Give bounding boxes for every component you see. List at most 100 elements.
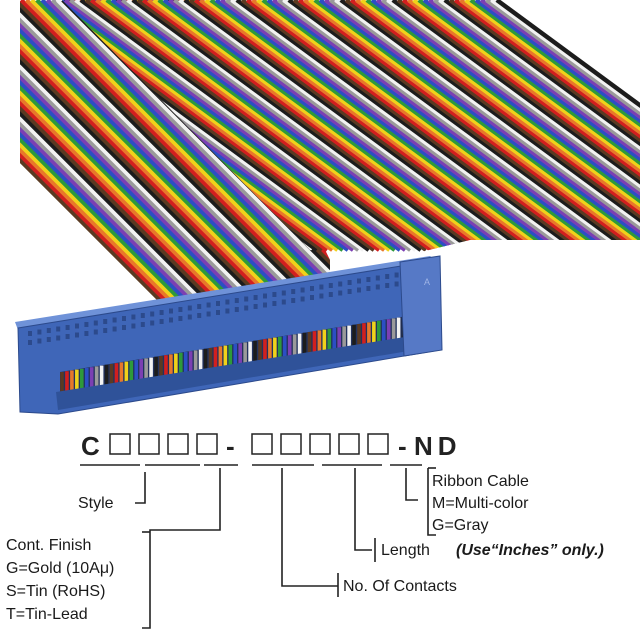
- length-digit-box-2: [338, 433, 360, 455]
- contact-hole: [319, 284, 324, 290]
- contact-hole: [46, 328, 51, 333]
- ribbon-wire: [20, 0, 317, 330]
- contact-hole: [150, 320, 155, 326]
- ribbon-wire: [74, 0, 417, 252]
- ribbon-wire: [401, 0, 640, 252]
- connector-end-cap: [399, 255, 443, 357]
- ribbon-wire: [20, 0, 239, 330]
- connector-front-rail: [56, 334, 426, 410]
- ribbon-wire: [240, 0, 584, 252]
- ribbon-wire: [225, 0, 568, 252]
- ribbon-wire: [20, 0, 330, 330]
- contact-hole: [281, 299, 286, 305]
- ribbon-wire: [20, 0, 296, 330]
- cable-option-multicolor: M=Multi-color: [432, 495, 529, 512]
- ribbon-wire: [469, 0, 640, 252]
- contact-hole: [197, 304, 202, 309]
- ribbon-wire: [204, 0, 547, 252]
- length-legend: Length (Use“Inches” only.): [381, 542, 604, 559]
- ribbon-wire: [365, 0, 640, 252]
- contact-hole: [169, 308, 173, 314]
- contact-hole: [187, 314, 192, 320]
- contact-hole: [253, 295, 258, 300]
- contact-hole: [328, 292, 333, 297]
- ribbon-wire: [20, 0, 234, 330]
- finish-digit-box-2: [167, 433, 189, 455]
- ribbon-wire: [188, 0, 532, 252]
- ribbon-wire: [287, 0, 631, 252]
- contact-hole: [319, 293, 324, 299]
- contact-hole: [84, 322, 89, 327]
- ribbon-wire: [193, 0, 537, 252]
- contact-hole: [150, 311, 155, 317]
- contact-hole: [159, 319, 164, 324]
- ribbon-wire: [412, 0, 640, 252]
- ribbon-wire: [20, 0, 244, 330]
- finish-legend: Cont. Finish G=Gold (10Aμ) S=Tin (RoHS) …: [6, 537, 114, 623]
- contact-hole: [291, 298, 296, 303]
- contact-hole: [93, 320, 98, 326]
- connector-polarity-mark: A: [424, 277, 430, 287]
- ribbon-wire: [245, 0, 589, 252]
- contact-hole: [206, 311, 211, 317]
- cable-title: Ribbon Cable: [432, 473, 529, 490]
- contact-hole: [300, 287, 305, 293]
- ribbon-wire: [199, 0, 542, 252]
- style-digit-box: [109, 433, 131, 455]
- ribbon-wire: [209, 0, 553, 252]
- contact-hole: [122, 325, 126, 330]
- ribbon-wire: [131, 0, 475, 252]
- ribbon-wire: [162, 0, 506, 252]
- contact-hole: [28, 331, 32, 336]
- contact-hole: [37, 338, 42, 344]
- contact-hole: [272, 301, 277, 306]
- ribbon-wire: [20, 0, 306, 330]
- ribbon-wire: [105, 0, 449, 252]
- ribbon-wire: [115, 0, 459, 252]
- contact-hole: [234, 298, 239, 303]
- ribbon-wire: [329, 0, 640, 252]
- ribbon-wire: [453, 0, 640, 252]
- ribbon-wire: [30, 0, 330, 330]
- contact-hole: [338, 281, 343, 287]
- ribbon-wire: [485, 0, 640, 252]
- ribbon-wire: [24, 0, 330, 330]
- part-number-suffix: ND: [414, 431, 462, 461]
- finish-option-gold: G=Gold (10Aμ): [6, 560, 114, 577]
- part-number: C - - ND: [81, 431, 462, 461]
- ribbon-wire: [261, 0, 605, 252]
- ribbon-wire: [20, 0, 260, 330]
- ribbon-wire: [20, 0, 312, 330]
- contact-hole: [394, 281, 399, 287]
- contact-hole: [140, 313, 145, 318]
- ribbon-wire: [157, 0, 501, 252]
- ribbon-wire: [20, 0, 197, 330]
- ribbon-wire: [323, 0, 640, 252]
- ribbon-wire: [303, 0, 640, 252]
- ribbon-wire: [173, 0, 516, 252]
- ribbon-wire: [62, 0, 402, 252]
- leader-lines: [135, 467, 436, 629]
- ribbon-wire: [20, 0, 291, 330]
- ribbon-wire: [334, 0, 640, 252]
- ribbon-wire: [251, 0, 594, 252]
- ribbon-wire: [308, 0, 640, 252]
- finish-digit-box-1: [138, 433, 160, 455]
- ribbon-wire: [349, 0, 640, 252]
- finish-title: Cont. Finish: [6, 537, 91, 554]
- contact-hole: [394, 272, 399, 278]
- contact-hole: [366, 277, 371, 282]
- ribbon-wire: [20, 0, 275, 330]
- ribbon-wire: [20, 0, 322, 330]
- contact-hole: [197, 313, 202, 318]
- ribbon-wire: [178, 0, 521, 252]
- ribbon-wire: [479, 0, 640, 252]
- contact-hole: [328, 283, 333, 288]
- contacts-digit-box-1: [251, 433, 273, 455]
- ribbon-wire: [20, 0, 327, 330]
- contact-hole: [206, 302, 211, 308]
- ribbon-wire: [20, 0, 330, 330]
- contact-hole: [131, 314, 136, 320]
- ribbon-wire: [136, 0, 480, 252]
